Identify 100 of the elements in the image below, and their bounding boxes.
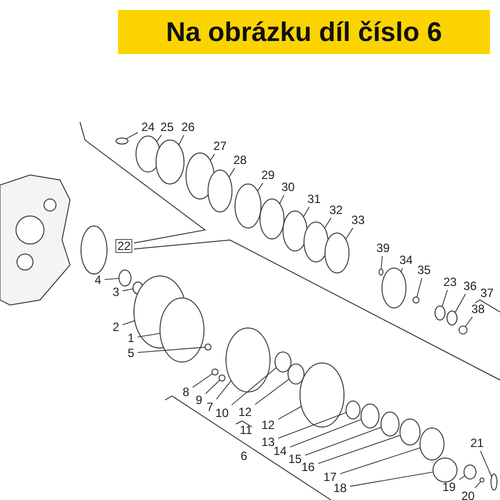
ring-part: [480, 478, 484, 482]
ring-part: [118, 270, 132, 286]
leader-line: [122, 288, 134, 292]
leader-line: [137, 346, 206, 353]
ring-part: [282, 210, 308, 252]
leader-line: [257, 182, 264, 192]
leader-line: [210, 154, 216, 161]
leader-line: [104, 278, 120, 280]
leader-line: [279, 194, 284, 204]
callout-number: 28: [232, 154, 248, 166]
leader-line: [254, 378, 290, 405]
callout-number: 33: [350, 214, 366, 226]
ring-part: [378, 268, 384, 276]
leader-line: [318, 434, 401, 464]
leader-line: [416, 278, 422, 298]
ring-part: [186, 152, 214, 200]
callout-number: 26: [180, 121, 196, 133]
ring-part: [304, 222, 328, 262]
callout-number: 24: [140, 121, 156, 133]
leader-line: [231, 367, 277, 406]
callout-number: 39: [375, 242, 391, 254]
ring-part: [208, 170, 232, 212]
leader-line: [442, 290, 448, 307]
ring-part: [420, 428, 444, 460]
ring-part: [300, 362, 344, 428]
callout-number: 18: [332, 482, 348, 494]
leader-line: [178, 134, 184, 146]
ring-part: [274, 352, 292, 372]
callout-number: 23: [442, 276, 458, 288]
callout-number: 14: [272, 445, 288, 457]
callout-number: 12: [260, 419, 276, 431]
ring-part: [400, 418, 420, 446]
callout-number: 5: [126, 347, 136, 359]
ring-part: [260, 198, 284, 240]
ring-part: [156, 140, 184, 184]
leader-line: [350, 472, 434, 487]
leader-line: [458, 475, 466, 480]
callout-number: 1: [126, 332, 136, 344]
callout-number: 38: [470, 303, 486, 315]
ring-part: [218, 374, 226, 382]
leader-line: [480, 450, 492, 478]
ring-part: [288, 364, 304, 384]
callout-number: 21: [469, 437, 485, 449]
callout-number: 9: [194, 394, 204, 406]
leader-line: [474, 481, 482, 488]
callout-number: 22: [115, 239, 133, 253]
callout-number: 11: [238, 424, 254, 436]
callout-number: 2: [112, 321, 120, 333]
leader-line: [304, 426, 382, 456]
callout-number: 34: [398, 254, 414, 266]
callout-number: 27: [212, 140, 228, 152]
callout-number: 30: [280, 181, 296, 193]
callout-number: 13: [260, 436, 276, 448]
leader-line: [454, 294, 466, 313]
callout-number: 37: [479, 287, 495, 299]
callout-number: 10: [214, 407, 230, 419]
ring-part: [226, 328, 270, 392]
leader-line: [122, 320, 136, 326]
ring-part: [116, 138, 128, 144]
ring-part: [458, 326, 468, 334]
callout-number: 8: [182, 386, 190, 398]
ring-part: [136, 136, 160, 172]
ring-part: [380, 412, 400, 436]
ring-part: [434, 306, 446, 320]
leader-line: [216, 380, 232, 400]
leader-line: [380, 256, 383, 270]
ring-part: [212, 368, 218, 376]
leader-line: [137, 333, 160, 338]
ring-part: [346, 400, 360, 420]
ring-part: [446, 310, 458, 326]
ring-part: [382, 268, 406, 308]
leader-line: [126, 132, 138, 140]
callout-number: 19: [441, 481, 457, 493]
leader-line: [278, 412, 347, 439]
leader-line: [205, 380, 220, 394]
leader-line: [278, 406, 302, 420]
callout-number: 32: [328, 204, 344, 216]
leader-line: [192, 373, 213, 388]
leader-line: [290, 419, 362, 448]
ring-part: [324, 232, 350, 274]
callout-number: 35: [416, 264, 432, 276]
callout-number: 25: [159, 121, 175, 133]
leader-line: [464, 316, 473, 328]
callout-number: 4: [94, 274, 102, 286]
ring-part: [234, 184, 262, 228]
ring-part: [160, 298, 204, 362]
leader-line: [324, 218, 332, 228]
callout-number: 15: [287, 453, 303, 465]
ring-part: [360, 404, 380, 428]
leader-line: [303, 206, 310, 218]
ring-part: [412, 296, 420, 304]
callout-number: 12: [237, 406, 253, 418]
leader-line: [345, 228, 354, 240]
ring-part: [432, 458, 458, 482]
ring-part: [204, 344, 212, 350]
title-banner: Na obrázku díl číslo 6: [118, 10, 490, 54]
callout-number: 20: [460, 490, 476, 500]
callout-number: 6: [240, 450, 248, 462]
ring-part: [464, 464, 476, 480]
callout-number: 16: [300, 461, 316, 473]
